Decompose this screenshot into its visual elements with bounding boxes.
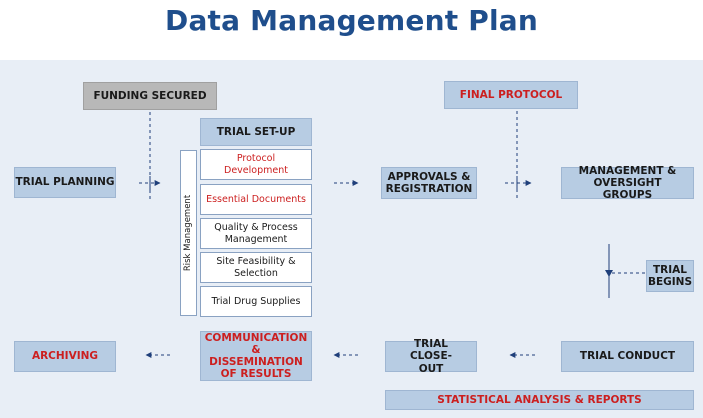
management-box: MANAGEMENT & OVERSIGHT GROUPS <box>561 164 694 202</box>
approvals-label: APPROVALS & REGISTRATION <box>385 170 473 195</box>
communication-box: COMMUNICATION & DISSEMINATION OF RESULTS <box>200 331 312 381</box>
setup-item-label: Protocol Development <box>224 153 288 176</box>
risk-management-bracket <box>180 150 197 316</box>
trial-conduct-label: TRIAL CONDUCT <box>579 350 676 363</box>
page-title: Data Management Plan <box>165 4 538 37</box>
trial-conduct-box: TRIAL CONDUCT <box>561 341 694 372</box>
trial-setup-box: TRIAL SET-UP <box>200 118 312 146</box>
approvals-box: APPROVALS & REGISTRATION <box>381 167 477 199</box>
trial-planning-box: TRIAL PLANNING <box>14 167 116 198</box>
setup-item-protocol: Protocol Development <box>200 149 312 180</box>
communication-label: COMMUNICATION & DISSEMINATION OF RESULTS <box>204 331 308 381</box>
funding-secured-box: FUNDING SECURED <box>83 82 217 110</box>
setup-item-drug: Trial Drug Supplies <box>200 286 312 317</box>
trial-setup-label: TRIAL SET-UP <box>216 125 296 138</box>
trial-begins-label: TRIAL BEGINS <box>647 263 693 288</box>
setup-item-label: Site Feasibility & Selection <box>216 256 296 279</box>
closeout-label: TRIAL CLOSE-OUT <box>409 338 453 375</box>
setup-item-label: Quality & Process Management <box>214 222 298 245</box>
final-protocol-box: FINAL PROTOCOL <box>444 81 578 109</box>
setup-item-essential: Essential Documents <box>200 184 312 215</box>
statistical-label: STATISTICAL ANALYSIS & REPORTS <box>437 393 642 406</box>
archiving-box: ARCHIVING <box>14 341 116 372</box>
setup-item-site: Site Feasibility & Selection <box>200 252 312 283</box>
archiving-label: ARCHIVING <box>31 350 99 363</box>
trial-begins-arrow-icon <box>605 270 613 277</box>
final-protocol-label: FINAL PROTOCOL <box>459 88 563 101</box>
setup-item-label: Trial Drug Supplies <box>211 295 301 307</box>
management-label: MANAGEMENT & OVERSIGHT GROUPS <box>578 164 677 202</box>
funding-secured-label: FUNDING SECURED <box>93 89 207 102</box>
trial-begins-box: TRIAL BEGINS <box>646 260 694 292</box>
setup-item-label: Essential Documents <box>206 193 306 205</box>
trial-planning-label: TRIAL PLANNING <box>15 176 115 189</box>
closeout-box: TRIAL CLOSE-OUT <box>385 338 477 375</box>
statistical-box: STATISTICAL ANALYSIS & REPORTS <box>385 390 694 410</box>
setup-item-quality: Quality & Process Management <box>200 218 312 249</box>
